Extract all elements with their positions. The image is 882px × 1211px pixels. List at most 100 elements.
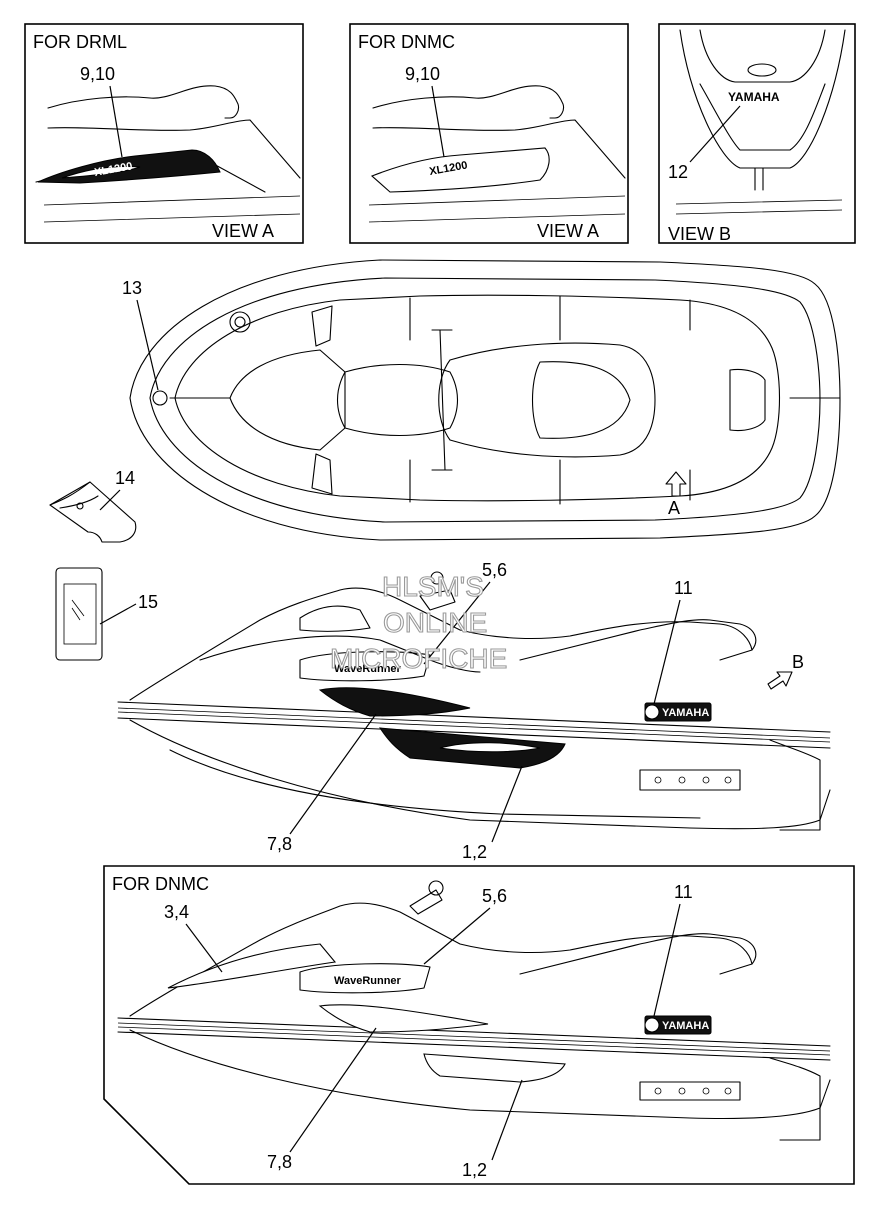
leader-3-4	[185, 923, 223, 973]
hull-waterline	[675, 199, 843, 215]
leader-7-8	[289, 713, 377, 835]
deck-outline-top	[174, 294, 780, 502]
gauge-knob	[428, 880, 444, 896]
watermark-line-2: ONLINE	[383, 607, 487, 638]
view-a-label: VIEW A	[537, 221, 599, 241]
seat-top	[438, 342, 656, 458]
hull-vents	[639, 769, 741, 791]
hull-bottom	[129, 1029, 831, 1120]
gauge-knob	[430, 571, 444, 585]
fuel-cap	[229, 311, 251, 333]
side-view-watercraft: WaveRunner YAMAHA 5,6 11 7,8 1,2 B	[117, 560, 831, 862]
inset-dnmc-side-heading: FOR DNMC	[112, 874, 209, 894]
yamaha-side-logo: YAMAHA	[662, 707, 709, 719]
handlebar-top	[336, 364, 459, 436]
seat-profile	[519, 619, 757, 661]
callout-11: 11	[674, 578, 693, 598]
pouch-flap	[49, 481, 99, 509]
manual-glare	[71, 599, 85, 621]
hull-deck-line	[372, 119, 626, 179]
callout-5-6: 5,6	[482, 560, 507, 580]
inset-drml: FOR DRML 9,10 VIEW A XL1200	[24, 23, 304, 244]
hood-top	[229, 349, 346, 451]
callout-12: 12	[668, 162, 688, 182]
seat-inner-top	[531, 361, 631, 439]
view-b-arrow	[767, 671, 793, 690]
view-b-label: VIEW B	[668, 224, 731, 244]
pouch-button	[76, 502, 84, 510]
deck-profile	[129, 902, 753, 1017]
waverunner-decal: WaveRunner	[334, 975, 402, 987]
vent-hole	[654, 1087, 662, 1095]
hull-chine-line	[43, 195, 301, 223]
fuel-cap-inner	[234, 316, 246, 328]
leader-5-6	[423, 907, 491, 965]
bow-eye-top	[152, 390, 168, 406]
callout-1-2: 1,2	[462, 842, 487, 862]
bow-outline	[679, 29, 846, 169]
footwell-lower	[409, 459, 691, 505]
hull-keel	[169, 749, 701, 819]
callout-14: 14	[115, 468, 135, 488]
bow-eye	[747, 63, 777, 77]
inset-dnmc-top-frame	[349, 23, 629, 244]
gunwale-band-mid	[117, 707, 831, 743]
inset-dnmc-top: FOR DNMC 9,10 VIEW A XL1200	[349, 23, 629, 244]
callout-7-8: 7,8	[267, 834, 292, 854]
hull-outline-top	[129, 259, 841, 541]
callout-7-8: 7,8	[267, 1152, 292, 1172]
windshield	[299, 605, 371, 632]
seat-outline	[372, 85, 565, 119]
leader-7-8	[289, 1027, 377, 1153]
accessory-15-manual: 15	[55, 567, 158, 661]
vent-hole	[724, 1087, 732, 1095]
gunwale-band-bottom	[117, 717, 831, 749]
vent-hole	[702, 1087, 710, 1095]
gunwale-band-mid	[117, 1022, 831, 1056]
inset-drml-heading: FOR DRML	[33, 32, 127, 52]
callout-11: 11	[674, 882, 693, 902]
gunwale-band-top	[117, 701, 831, 733]
inset-dnmc-side: FOR DNMC WaveRunner YAMAHA 3,4 5,6 11 7,…	[103, 865, 855, 1185]
seat-outline	[47, 85, 240, 119]
leader-11	[653, 903, 681, 1017]
leader-1-2	[491, 1079, 523, 1161]
side-decal-1-2	[423, 1053, 566, 1083]
hull-chine-line	[368, 195, 626, 223]
leader-5-6	[423, 581, 491, 665]
hood-decal-3-4	[167, 943, 337, 989]
leader-9-10	[431, 85, 445, 158]
side-decal-7-8	[318, 1004, 489, 1033]
tow-hook	[754, 167, 764, 191]
view-a-arrow	[665, 471, 687, 497]
handlebar-grips	[431, 329, 453, 471]
watermark: HLSM'S ONLINE MICROFICHE	[329, 570, 507, 674]
inset-drml-frame	[24, 23, 304, 244]
watermark-line-1: HLSM'S	[382, 571, 484, 602]
manual-outline	[55, 567, 103, 661]
leader-15	[99, 603, 137, 625]
footwell-upper	[409, 295, 691, 341]
hull-bottom	[129, 719, 831, 830]
callout-3-4: 3,4	[164, 902, 189, 922]
bow-inner	[699, 29, 826, 83]
mirror-right	[311, 453, 333, 495]
tuning-fork-emblem	[644, 1017, 660, 1033]
hull-deck-line	[47, 119, 301, 179]
waverunner-decal: WaveRunner	[334, 663, 402, 675]
inset-dnmc-top-heading: FOR DNMC	[358, 32, 455, 52]
top-view-watercraft: 13 A	[122, 259, 841, 541]
leader-12	[689, 105, 741, 163]
watermark-line-3: MICROFICHE	[330, 643, 507, 674]
waverunner-decal-frame	[299, 963, 431, 994]
view-b-arrow-label: B	[792, 652, 804, 672]
mirror-left	[311, 305, 333, 347]
view-a-arrow-label: A	[668, 498, 680, 518]
vent-hole	[654, 776, 662, 784]
seat-profile	[519, 933, 757, 975]
callout-9-10: 9,10	[80, 64, 115, 84]
leader-9-10	[109, 85, 123, 158]
inset-view-b-frame	[658, 23, 856, 244]
pouch-outline	[49, 481, 137, 543]
